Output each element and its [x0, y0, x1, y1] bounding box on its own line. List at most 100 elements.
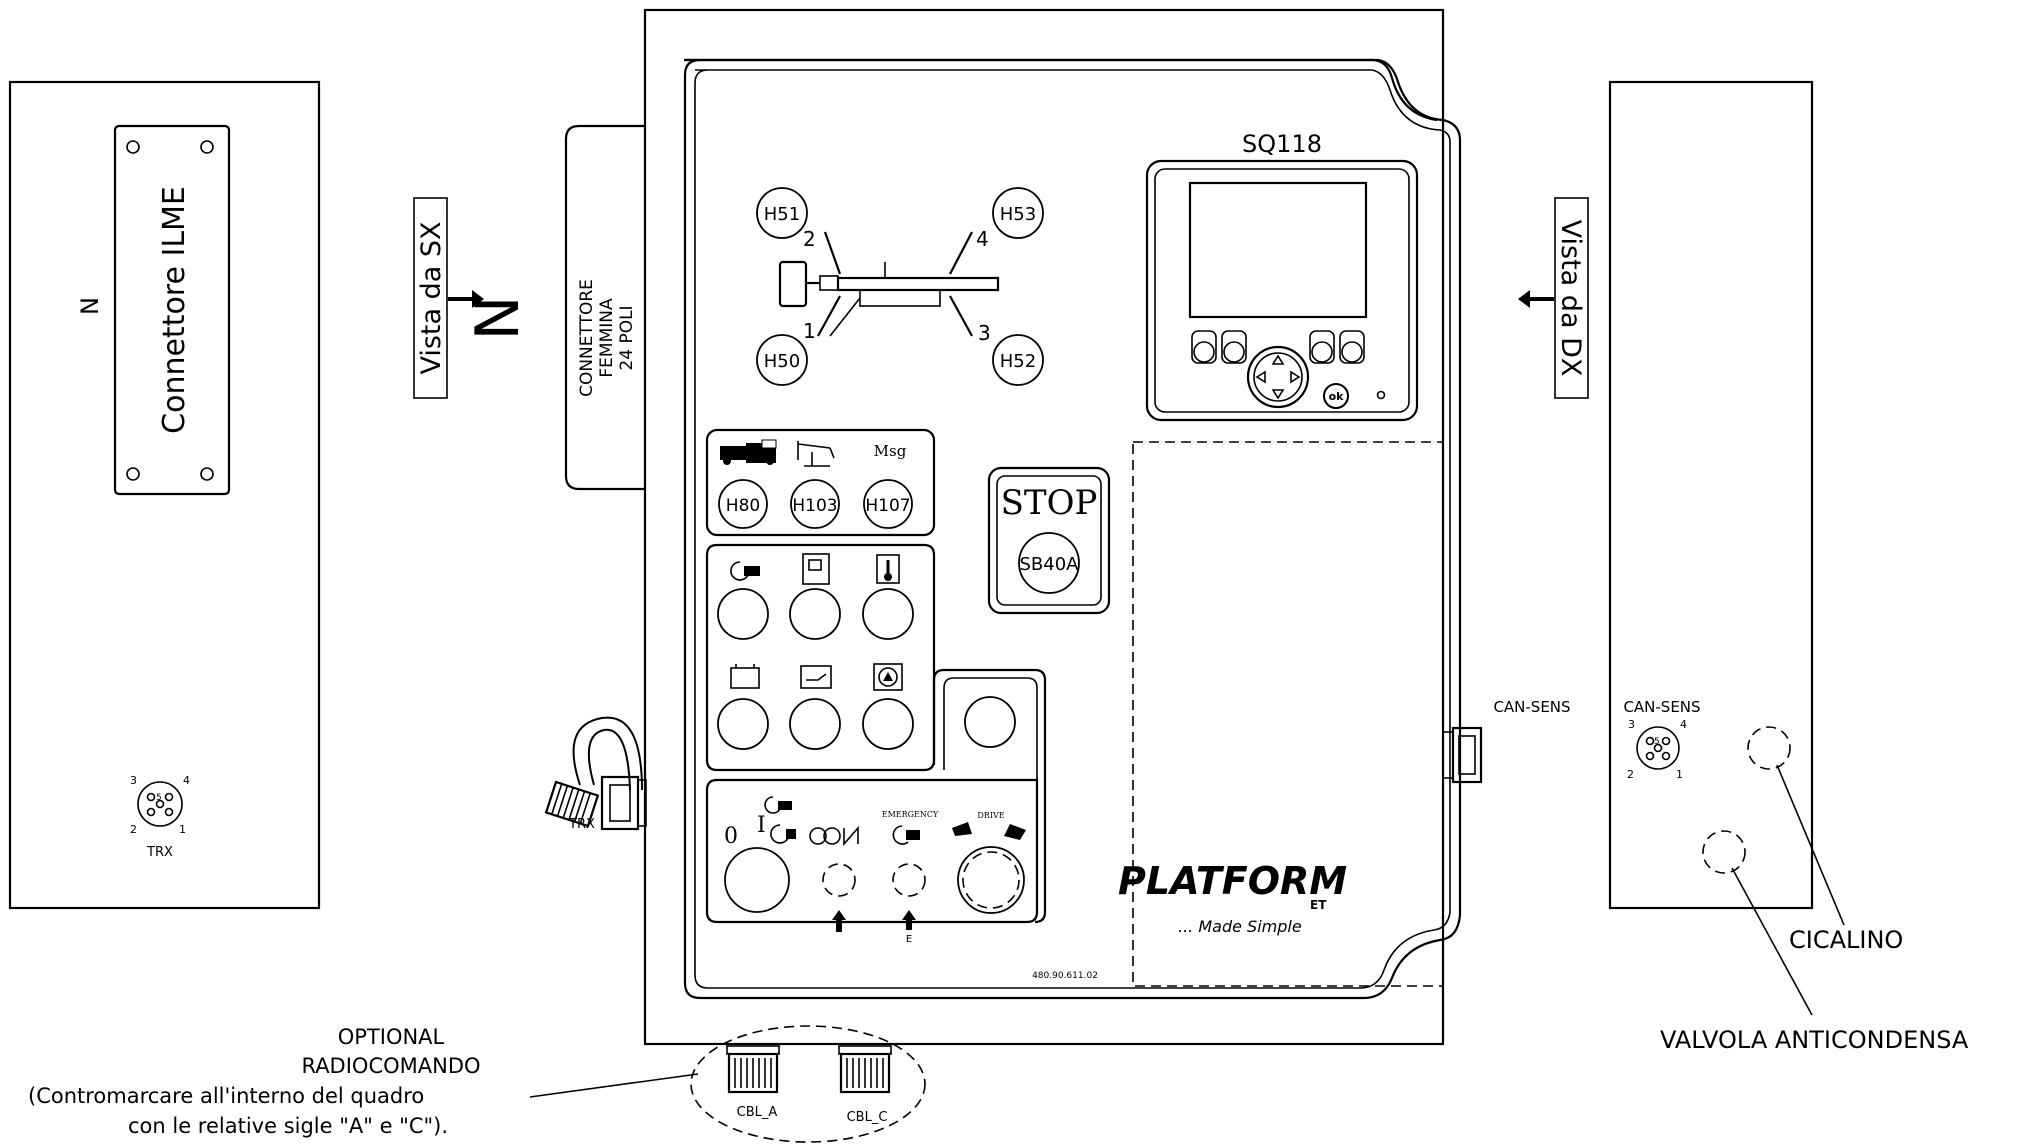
spare-lamp — [964, 696, 1016, 748]
arrow-left-icon — [1518, 290, 1530, 308]
dpad-down-icon[interactable] — [1271, 389, 1285, 400]
trx-socket-left: 3 4 5 2 1 TRX — [130, 774, 190, 860]
pin-label-2: 2 — [130, 823, 137, 836]
zero-label: 0 — [724, 824, 738, 849]
cbl-c-label: CBL_C — [847, 1110, 888, 1125]
stop-button-sb40a[interactable] — [1018, 532, 1080, 594]
lamp-h80 — [718, 479, 768, 529]
display-softkeys-right[interactable] — [1309, 330, 1365, 364]
display-screen — [1188, 181, 1368, 319]
pin-label-5: 5 — [156, 793, 162, 803]
can-sens-label-right: CAN-SENS — [1623, 698, 1700, 716]
can-sens-socket-right: 3 4 5 2 1 — [1627, 718, 1687, 781]
lamp-h51-label: H51 — [764, 204, 800, 225]
pin-label-3: 3 — [130, 774, 137, 787]
rotation-selector[interactable] — [822, 863, 856, 897]
emergency-label: EMERGENCY — [882, 810, 939, 819]
status-led — [1376, 390, 1386, 400]
anti-condensation-valve-outline — [1702, 830, 1746, 874]
right-pin-4: 4 — [1680, 718, 1687, 731]
cable-gland-c: CBL_C — [838, 1045, 892, 1125]
tilt-platform-icon — [797, 441, 835, 467]
platform-logo: PLATFORM ET ... Made Simple — [1118, 859, 1347, 936]
display-softkeys-left[interactable] — [1191, 330, 1247, 364]
emergency-up-arrow-icon: E — [902, 910, 916, 945]
logo-brand: PLATFORM — [1118, 859, 1347, 903]
lamp-h53 — [992, 187, 1044, 239]
right-pin-1: 1 — [1676, 768, 1683, 781]
lamp-h50 — [756, 334, 808, 386]
lamp-air-filter — [862, 698, 914, 750]
up-arrow-icon — [832, 910, 846, 932]
optional-radio-outline — [690, 1025, 926, 1143]
rotation-icon — [809, 825, 859, 847]
annotations: CICALINO VALVOLA ANTICONDENSA OPTIONAL R… — [28, 764, 1969, 1138]
lamp-h53-label: H53 — [1000, 204, 1036, 225]
lamp-h107 — [863, 479, 913, 529]
pin-label-4: 4 — [183, 774, 190, 787]
right-side-panel: CAN-SENS 3 4 5 2 1 — [1608, 80, 1814, 910]
bottom-control-panel: 0 I EMERGENCY DRIVE — [705, 778, 1039, 945]
stop-button-label: SB40A — [1020, 554, 1080, 575]
emergency-selector[interactable] — [892, 863, 926, 897]
valvola-label: VALVOLA ANTICONDENSA — [1660, 1026, 1969, 1054]
right-pin-3: 3 — [1628, 718, 1635, 731]
left-side-panel: Connettore ILME N 3 4 5 2 1 TRX — [8, 80, 321, 910]
stop-label: STOP — [1001, 483, 1098, 523]
outrigger-indicators: H51 H53 H50 H52 2 4 1 3 — [756, 187, 1044, 386]
trx-cable-connector: TRX — [544, 716, 647, 832]
dpad-left-icon[interactable] — [1255, 370, 1266, 384]
bottom-cable-glands: CBL_A CBL_C — [690, 1025, 926, 1143]
trx-label-cabinet: TRX — [568, 817, 595, 832]
key-switch-icons — [764, 796, 796, 844]
key-switch[interactable] — [724, 847, 790, 913]
e-label: E — [906, 934, 912, 945]
platform-machine-icon — [778, 231, 1000, 337]
lamp-h80-label: H80 — [726, 496, 760, 516]
trx-label-left: TRX — [146, 845, 173, 860]
display-label: SQ118 — [1242, 130, 1322, 158]
outrigger-num-1: 1 — [803, 319, 816, 343]
dpad-right-icon[interactable] — [1290, 370, 1301, 384]
cable-gland-a: CBL_A — [726, 1045, 780, 1120]
lamp-oil-pressure — [789, 698, 841, 750]
temperature-icon — [876, 554, 900, 584]
air-filter-icon — [873, 663, 903, 691]
lamp-h103 — [790, 479, 840, 529]
msg-label: Msg — [874, 442, 907, 460]
lamp-battery — [717, 698, 769, 750]
outrigger-num-2: 2 — [803, 227, 816, 251]
connector-line-3: 24 POLI — [617, 305, 637, 370]
left-view-label: Vista da SX N — [413, 197, 533, 399]
battery-icon — [730, 664, 760, 689]
connector-line-2: FEMMINA — [597, 298, 617, 378]
vista-da-sx-label: Vista da SX — [416, 221, 447, 374]
logo-tagline: ... Made Simple — [1178, 917, 1302, 936]
pin-label-1: 1 — [179, 823, 186, 836]
optional-line-2: RADIOCOMANDO — [301, 1054, 480, 1078]
display-dpad[interactable] — [1246, 345, 1310, 409]
cicalino-label: CICALINO — [1789, 926, 1903, 954]
drive-label: DRIVE — [977, 811, 1004, 820]
left-n-marker: N — [76, 297, 104, 315]
emergency-pump-icon — [892, 825, 920, 845]
drive-mode-icons — [952, 822, 1026, 840]
right-view-label: Vista da DX — [1518, 197, 1589, 399]
can-sens-connector: CAN-SENS — [1442, 698, 1571, 784]
ilme-connector-plate: Connettore ILME — [113, 124, 231, 496]
lamp-group-top: Msg H80 H103 H107 — [705, 428, 936, 537]
lamp-temperature — [862, 588, 914, 640]
ok-button[interactable] — [1323, 383, 1349, 409]
main-cabinet — [643, 8, 1462, 1046]
lamp-h103-label: H103 — [792, 496, 837, 516]
lamp-h52-label: H52 — [1000, 351, 1036, 372]
one-label: I — [757, 813, 766, 838]
lamp-fuel — [789, 588, 841, 640]
warning-lamp-grid — [705, 543, 936, 772]
dpad-up-icon[interactable] — [1271, 354, 1285, 365]
logo-sub: ET — [1310, 898, 1327, 912]
drive-selector[interactable] — [957, 846, 1025, 914]
lamp-h50-label: H50 — [764, 351, 800, 372]
